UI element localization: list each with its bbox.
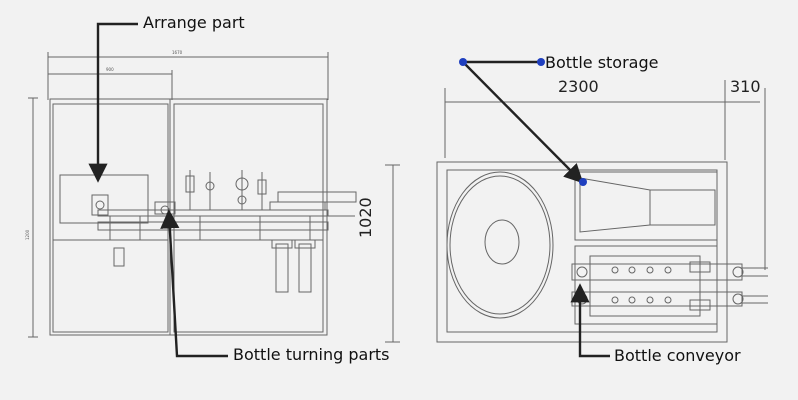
top-height-dimension: 1020: [356, 197, 375, 238]
arrange-part-leader: [88, 22, 138, 183]
marker-dot: [537, 58, 545, 66]
bottle-storage-leader-d: [462, 61, 584, 184]
storage-markers: [459, 58, 587, 186]
bottle-turning-leader: [160, 209, 228, 358]
marker-dot: [459, 58, 467, 66]
front-overall-dimension: 1670: [172, 50, 183, 55]
front-height-dimension: 1200: [25, 229, 30, 240]
top-view: [385, 80, 768, 343]
bottle-conveyor-leader: [570, 283, 610, 358]
marker-dot: [579, 178, 587, 186]
bottle-turning-parts-label: Bottle turning parts: [233, 345, 390, 364]
bottle-conveyor-label: Bottle conveyor: [614, 346, 741, 365]
top-width-dimension: 2300: [558, 77, 599, 96]
front-partial-dimension: 900: [106, 67, 114, 72]
top-right-dimension: 310: [730, 77, 761, 96]
arrange-part-label: Arrange part: [143, 13, 245, 32]
callouts: [88, 22, 610, 358]
bottle-storage-label: Bottle storage: [545, 53, 659, 72]
front-view: [28, 52, 357, 338]
